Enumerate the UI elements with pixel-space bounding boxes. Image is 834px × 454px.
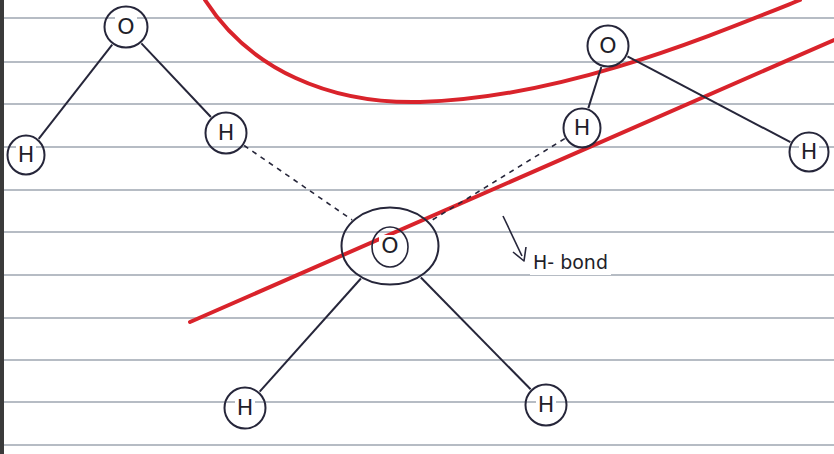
leader-arrowhead (513, 247, 526, 261)
covalent-bond (260, 279, 361, 392)
hydrogen-atom: H (6, 134, 46, 176)
hydrogen-atom: H (562, 107, 602, 149)
atom-circle (225, 388, 266, 429)
atom-circle (206, 113, 247, 154)
atom-symbol: O (379, 235, 400, 257)
page-edge (0, 0, 4, 454)
hydrogen-atom: H (204, 111, 248, 155)
red-pen-curve (205, 0, 800, 102)
atom-circle (790, 133, 829, 172)
red-pen-strike (190, 40, 834, 322)
covalent-bond (39, 45, 113, 139)
atom-symbol: O (597, 35, 618, 57)
atom-inner-circle (372, 227, 408, 267)
annotation-label: H- bond (530, 250, 611, 275)
oxygen-atom: O (103, 5, 149, 49)
atom-circle (564, 109, 601, 148)
hydrogen-bond (244, 145, 352, 219)
hydrogen-atom: H (788, 131, 830, 173)
hydrogen-atom: H (223, 386, 267, 430)
leader-line (503, 216, 522, 256)
atom-symbol: H (235, 397, 256, 419)
atom-symbol: O (115, 16, 136, 38)
hydrogen-bond (430, 139, 565, 222)
atom-circle (526, 385, 567, 426)
covalent-bond (141, 43, 210, 117)
atom-symbol: H (799, 141, 820, 163)
atom-circle (342, 208, 439, 285)
covalent-bond (588, 67, 601, 108)
oxygen-atom: O (586, 24, 630, 68)
covalent-bond (627, 56, 790, 142)
atom-symbol: H (216, 122, 237, 144)
ruled-lines (0, 18, 834, 445)
covalent-bond (421, 277, 531, 389)
atom-symbol: H (572, 117, 593, 139)
oxygen-atom: O (340, 206, 440, 286)
hydrogen-atom: H (524, 383, 568, 427)
atom-circle (588, 26, 629, 67)
atom-circle (8, 136, 45, 175)
atom-circle (105, 7, 148, 48)
atom-symbol: H (536, 394, 557, 416)
atom-symbol: H (16, 144, 37, 166)
